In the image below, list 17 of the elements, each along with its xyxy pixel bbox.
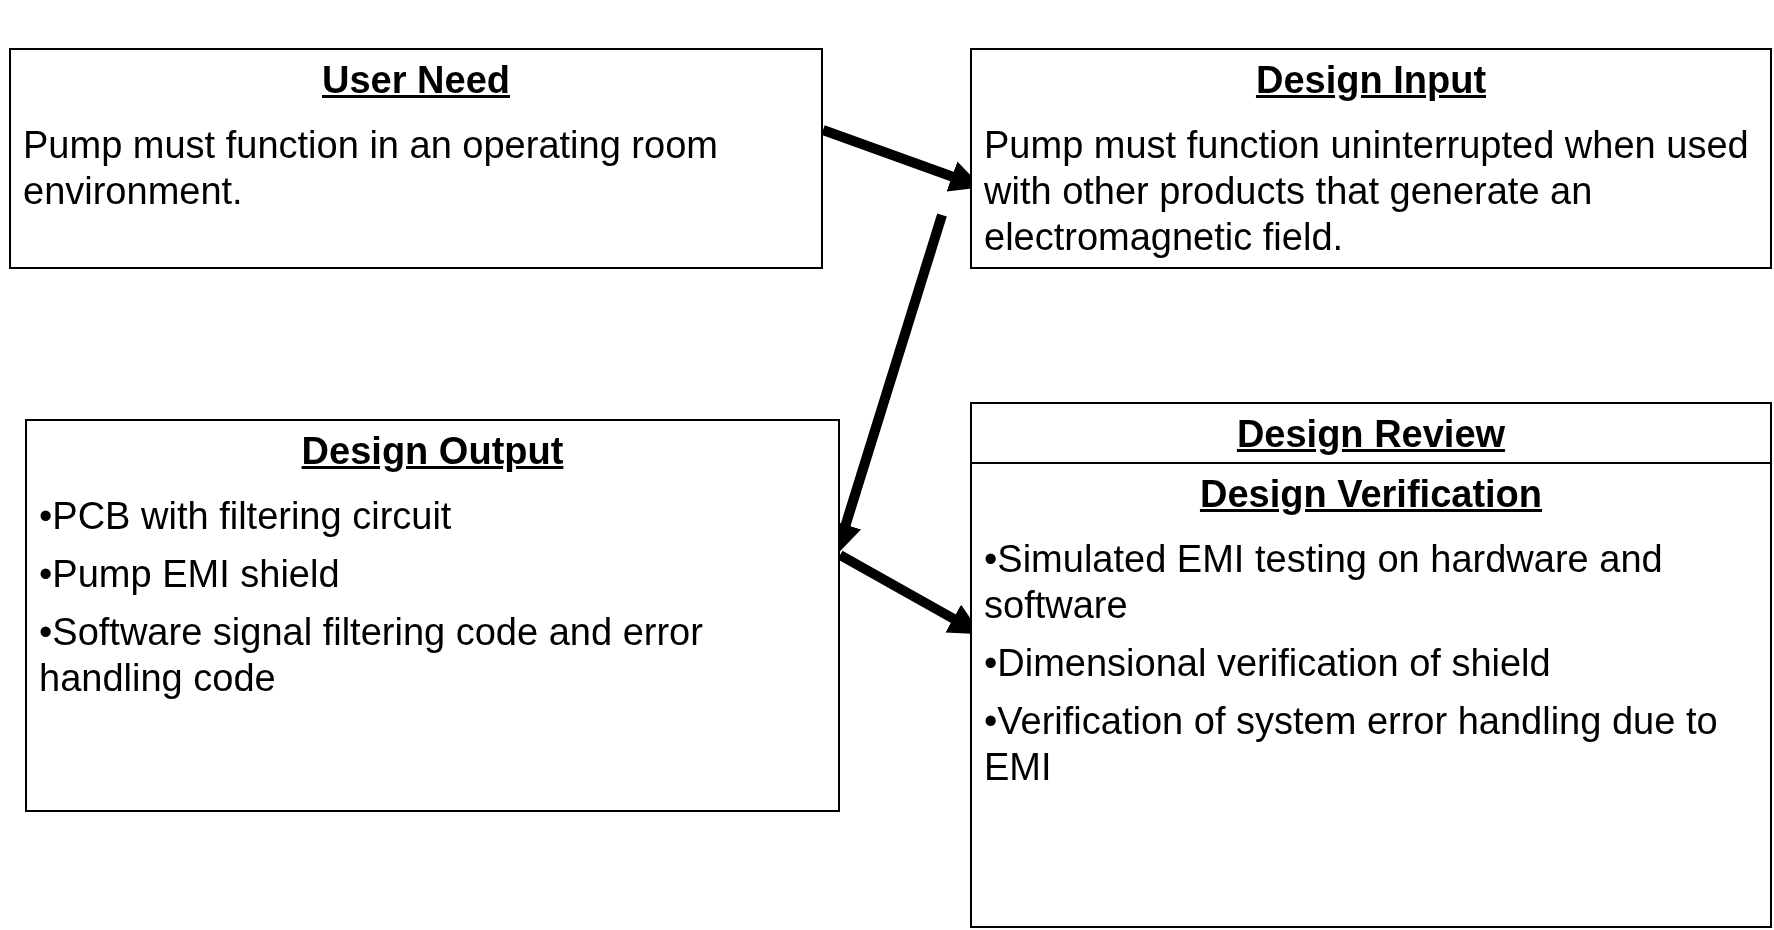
process-box: [9, 48, 823, 269]
bullet-item: •Software signal filtering code and error handling code: [38, 610, 704, 701]
process-box: [970, 402, 1772, 928]
bullet-item: •Verification of system error handling due to EMI: [983, 699, 1719, 790]
box-text: Pump must function uninterrupted when used with other products that generate an electromagnetic field.: [983, 123, 1750, 260]
box-heading: Design Verification: [1198, 472, 1544, 517]
box-heading: Design Input: [1254, 58, 1488, 103]
box-heading: Design Output: [300, 429, 565, 474]
process-box: [25, 419, 840, 812]
box-text: Pump must function in an operating room environment.: [22, 123, 719, 214]
bullet-item: •Simulated EMI testing on hardware and software: [983, 537, 1664, 628]
bullet-item: •Dimensional verification of shield: [983, 641, 1552, 686]
box-heading: Design Review: [972, 404, 1770, 464]
bullet-item: •PCB with filtering circuit: [38, 494, 453, 539]
bullet-item: •Pump EMI shield: [38, 552, 341, 597]
process-box: [970, 48, 1772, 269]
box-heading: User Need: [321, 58, 511, 103]
